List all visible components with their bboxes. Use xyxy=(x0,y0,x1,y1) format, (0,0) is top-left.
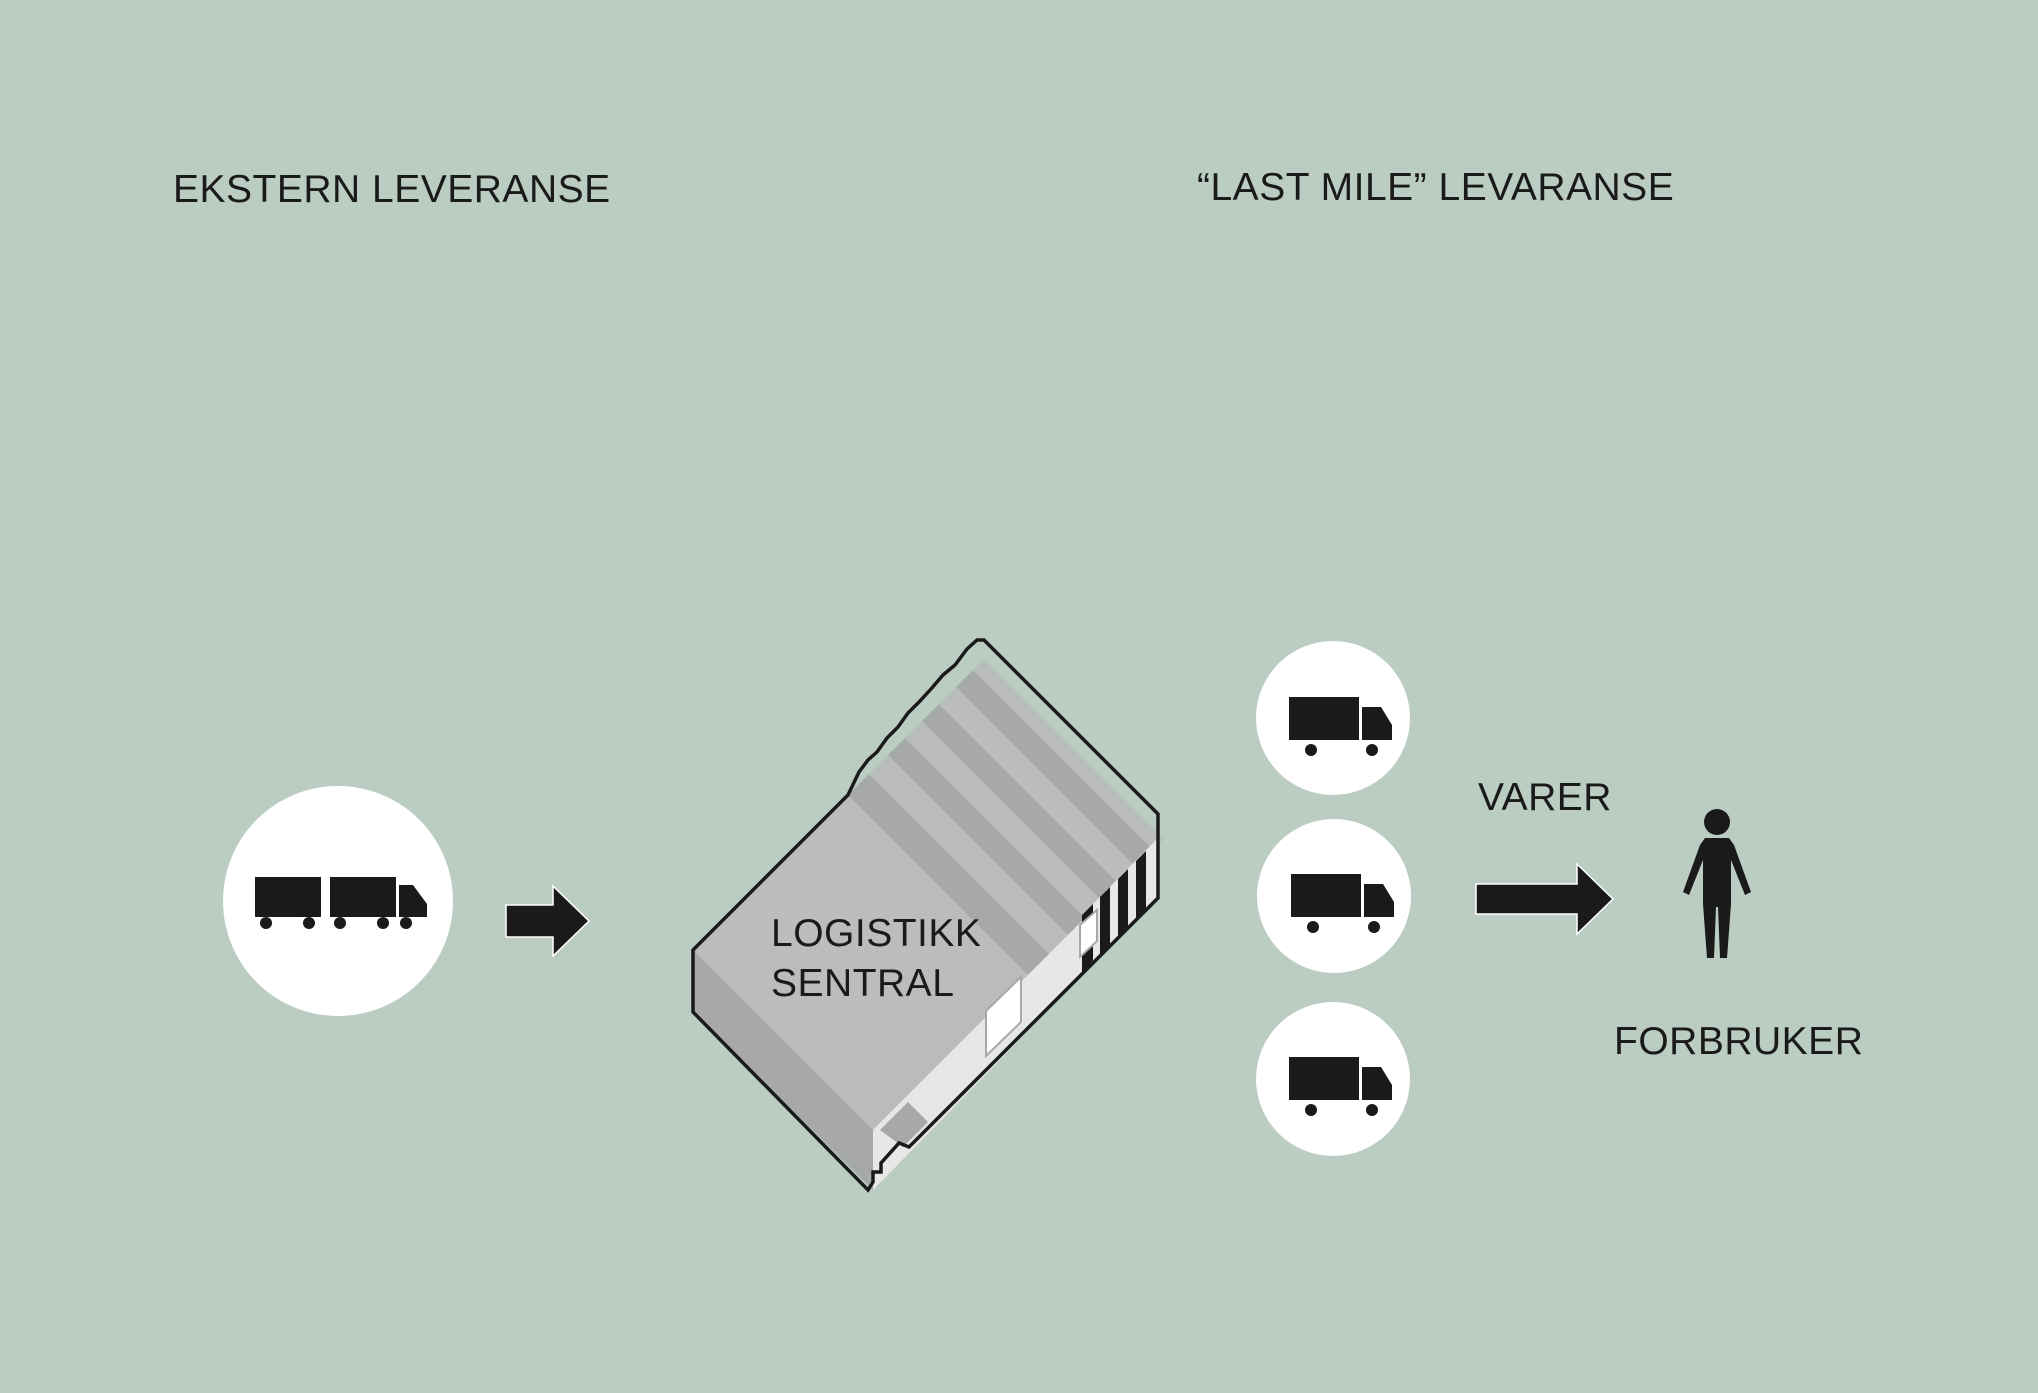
truck-trailer-icon xyxy=(255,877,427,929)
goods-label: VARER xyxy=(1478,776,1612,819)
arrow-right-icon xyxy=(505,884,591,958)
heading-external-delivery: EKSTERN LEVERANSE xyxy=(173,168,611,211)
heading-last-mile-delivery: “LAST MILE” LEVARANSE xyxy=(1197,166,1675,209)
delivery-truck-badge-2 xyxy=(1257,819,1411,973)
warehouse-label-line2: SENTRAL xyxy=(771,962,955,1005)
warehouse-label: LOGISTIKK SENTRAL xyxy=(771,909,981,1009)
arrow-right-icon xyxy=(1475,862,1615,936)
external-truck-badge xyxy=(223,786,453,1016)
warehouse-icon xyxy=(691,638,1164,1193)
consumer-label: FORBRUKER xyxy=(1614,1020,1864,1063)
delivery-truck-badge-3 xyxy=(1256,1002,1410,1156)
warehouse-label-line1: LOGISTIKK xyxy=(771,912,982,955)
delivery-truck-badge-1 xyxy=(1256,641,1410,795)
person-icon xyxy=(1683,809,1751,958)
